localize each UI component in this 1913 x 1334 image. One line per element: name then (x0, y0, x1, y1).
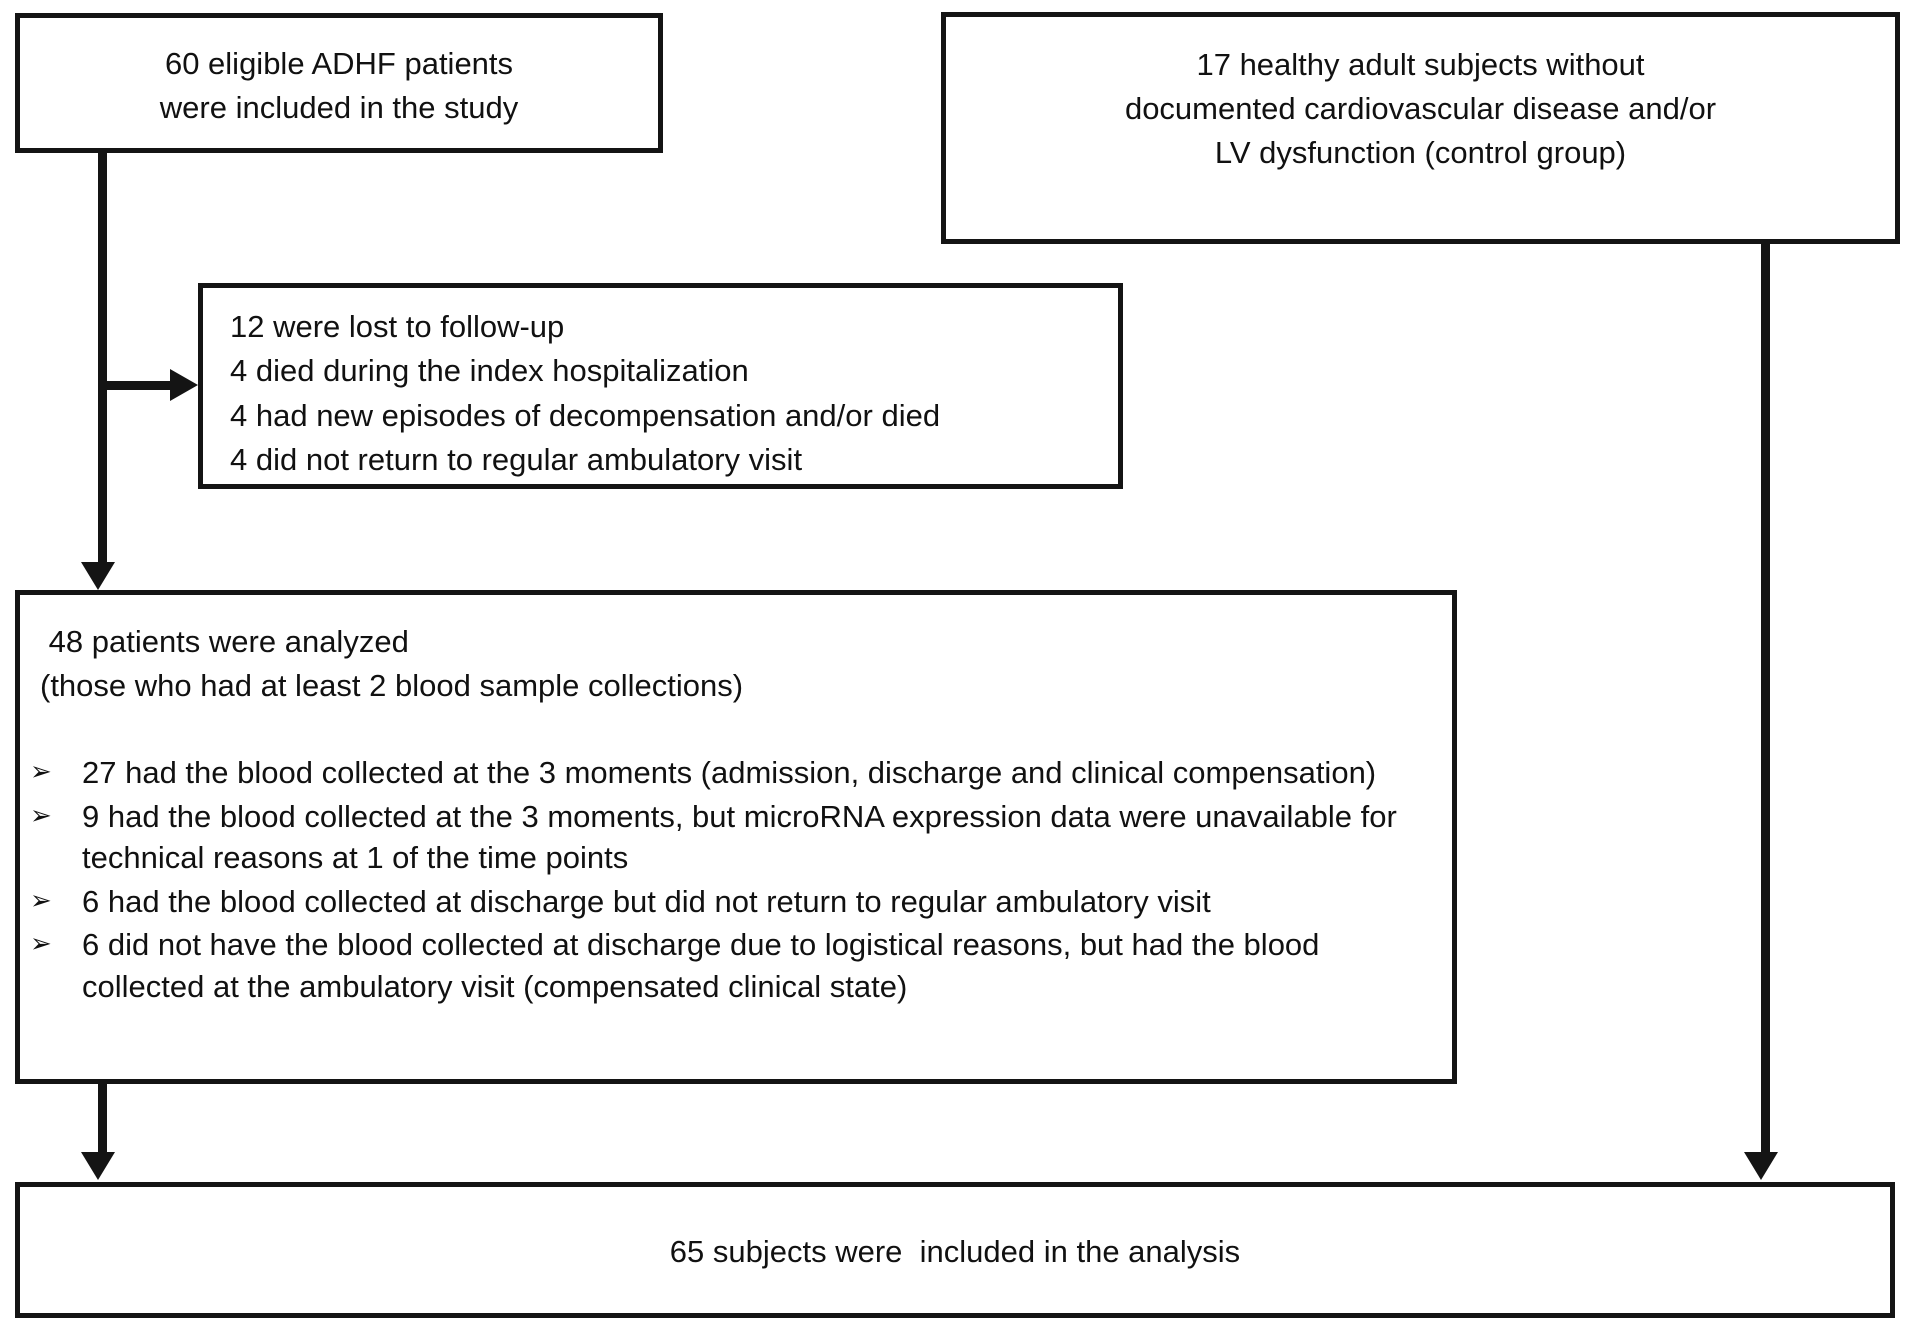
analyzed-bullet-item: ➢ 6 did not have the blood collected at d… (30, 924, 1430, 1007)
box-control-group-text: 17 healthy adult subjects without docume… (1124, 47, 1717, 171)
analyzed-bullet-item: ➢ 9 had the blood collected at the 3 mome… (30, 796, 1430, 879)
arrowhead-bullet-icon: ➢ (30, 756, 52, 786)
arrowhead-bullet-icon: ➢ (30, 928, 52, 959)
box-patients-analyzed (15, 590, 1457, 1084)
box-control-group (941, 12, 1900, 244)
connector-to-lost-arrowhead-icon (170, 369, 198, 401)
analyzed-bullet-item: ➢ 27 had the blood collected at the 3 mom… (30, 752, 1430, 794)
arrowhead-bullet-icon: ➢ (30, 799, 52, 830)
connector-control-to-final-line (1761, 244, 1770, 1154)
analyzed-bullet-text: 27 had the blood collected at the 3 mome… (82, 755, 1377, 790)
connector-analyzed-to-final-arrowhead-icon (81, 1152, 115, 1180)
analyzed-bullet-text: 6 had the blood collected at discharge b… (82, 883, 1211, 919)
box-eligible-patients-text: 60 eligible ADHF patients were included … (159, 46, 519, 126)
analyzed-bullet-item: ➢ 6 had the blood collected at discharge … (30, 881, 1430, 923)
box-lost-to-followup-text: 12 were lost to follow-up 4 died during … (230, 309, 941, 477)
box-final-analysis (15, 1182, 1895, 1318)
arrowhead-bullet-icon: ➢ (30, 884, 52, 915)
analyzed-bullet-list: ➢ 27 had the blood collected at the 3 mom… (30, 752, 1430, 1009)
connector-control-to-final-arrowhead-icon (1744, 1152, 1778, 1180)
box-patients-analyzed-heading: 48 patients were analyzed (those who had… (40, 624, 744, 704)
box-eligible-patients (15, 13, 663, 153)
analyzed-bullet-text: 6 did not have the blood collected at di… (82, 927, 1320, 1004)
analyzed-bullet-text: 9 had the blood collected at the 3 momen… (82, 798, 1397, 876)
box-lost-to-followup (198, 283, 1123, 489)
connector-eligible-to-analyzed-line (98, 152, 107, 564)
connector-to-lost-line (98, 381, 184, 390)
connector-eligible-to-analyzed-arrowhead-icon (81, 562, 115, 590)
box-final-analysis-text: 65 subjects were included in the analysi… (669, 1234, 1241, 1269)
connector-analyzed-to-final-line (98, 1084, 107, 1154)
